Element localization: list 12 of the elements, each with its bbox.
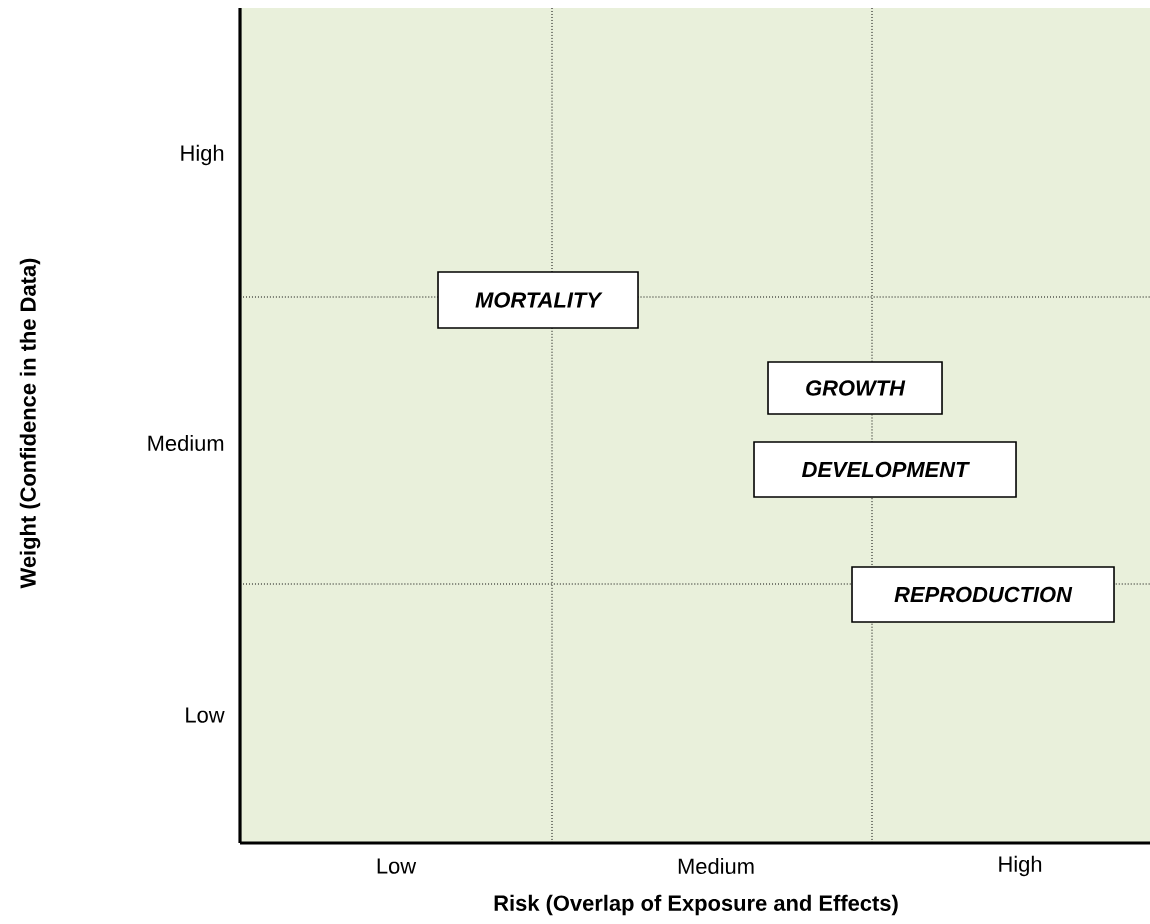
label-box: GROWTH — [767, 361, 943, 415]
axis-title: Weight (Confidence in the Data) — [19, 258, 41, 589]
label-box: MORTALITY — [437, 271, 639, 329]
tick-label: Low — [186, 707, 225, 723]
tick-label: Medium — [678, 857, 754, 875]
label-box: DEVELOPMENT — [753, 441, 1017, 498]
tick-label: Low — [377, 858, 417, 874]
axis-title: Risk (Overlap of Exposure and Effects) — [494, 894, 898, 916]
tick-label: High — [181, 144, 224, 166]
tick-label: Medium — [148, 434, 224, 452]
label-box: REPRODUCTION — [851, 566, 1115, 623]
tick-label: High — [999, 855, 1042, 877]
